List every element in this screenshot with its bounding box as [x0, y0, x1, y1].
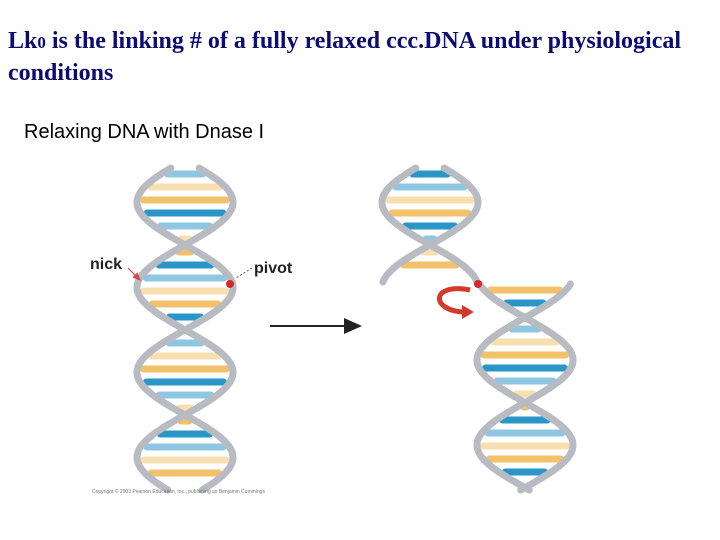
- base-pair: [503, 299, 547, 307]
- base-pair: [164, 170, 206, 178]
- base-pair: [482, 364, 568, 372]
- base-pair: [501, 468, 549, 476]
- title-rest: is the linking # of a fully relaxed ccc.…: [8, 28, 682, 86]
- base-pair: [392, 183, 468, 191]
- backbone-strand-2: [378, 164, 481, 286]
- base-pair: [165, 339, 205, 347]
- base-pair: [143, 378, 227, 386]
- pivot-pointer: [235, 267, 253, 279]
- base-pair: [156, 430, 214, 438]
- base-pair: [166, 313, 204, 321]
- base-pair: [148, 352, 222, 360]
- nick-pointer: [127, 267, 141, 281]
- base-pair: [385, 196, 475, 204]
- nick-label: nick: [90, 256, 123, 273]
- base-pair: [147, 469, 223, 477]
- base-pair: [400, 261, 460, 269]
- base-pair: [140, 365, 230, 373]
- base-pair: [388, 209, 472, 217]
- base-pair: [143, 443, 227, 451]
- base-pair: [493, 377, 557, 385]
- title-subscript: 0: [37, 33, 46, 52]
- base-pair: [140, 287, 230, 295]
- rotation-arrowhead: [462, 305, 474, 319]
- title-lk: Lk: [8, 28, 38, 54]
- copyright-notice: Copyright © 2003 Pearson Education, Inc.…: [92, 489, 265, 495]
- right-dna-helix-bottom: [473, 280, 577, 494]
- pivot-point-left: [226, 280, 234, 288]
- base-pair: [143, 209, 227, 217]
- slide-subtitle: Relaxing DNA with Dnase I: [24, 121, 265, 143]
- backbone-strand-1: [379, 164, 482, 286]
- base-pair: [148, 300, 222, 308]
- backbone-strand-2: [133, 164, 237, 494]
- base-pair: [155, 391, 215, 399]
- base-pair: [487, 286, 563, 294]
- base-pair: [490, 338, 560, 346]
- base-pair: [155, 261, 215, 269]
- pivot-label: pivot: [254, 260, 293, 277]
- base-pair: [486, 455, 564, 463]
- base-pair: [140, 196, 230, 204]
- rotation-arrow: [437, 286, 471, 315]
- base-pair: [499, 416, 551, 424]
- backbone-strand-2: [473, 280, 577, 494]
- right-dna-helix-top: [378, 164, 482, 286]
- base-pair: [142, 274, 228, 282]
- slide-title: Lk0 is the linking # of a fully relaxed …: [8, 26, 708, 89]
- base-pair: [480, 442, 570, 450]
- base-pair: [409, 170, 451, 178]
- base-pair: [140, 456, 230, 464]
- base-pair: [480, 351, 570, 359]
- base-pair: [484, 429, 566, 437]
- left-dna-helix: [133, 164, 237, 494]
- base-pair: [157, 222, 213, 230]
- base-pair: [147, 183, 223, 191]
- base-pair: [402, 222, 458, 230]
- base-pair: [508, 325, 542, 333]
- pivot-point-right: [474, 280, 482, 288]
